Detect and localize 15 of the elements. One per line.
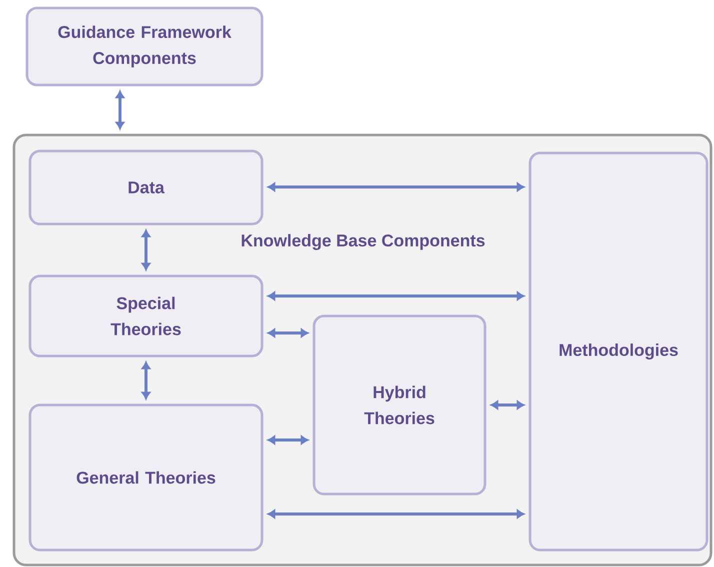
process-box: Data <box>28 150 264 226</box>
process-box: Hybrid Theories <box>312 314 486 496</box>
arrow <box>490 400 524 410</box>
process-box: Guidance Framework Components <box>26 6 264 86</box>
arrow <box>268 182 524 192</box>
arrow <box>142 230 150 270</box>
arrow <box>142 362 150 400</box>
arrow <box>268 510 524 518</box>
process-box: Methodologies <box>528 152 708 552</box>
process-box: Special Theories <box>28 274 264 358</box>
arrow <box>116 90 124 130</box>
process-box: General Theories <box>28 404 264 552</box>
arrow <box>268 292 524 300</box>
arrow <box>268 328 308 338</box>
arrow <box>268 436 308 444</box>
